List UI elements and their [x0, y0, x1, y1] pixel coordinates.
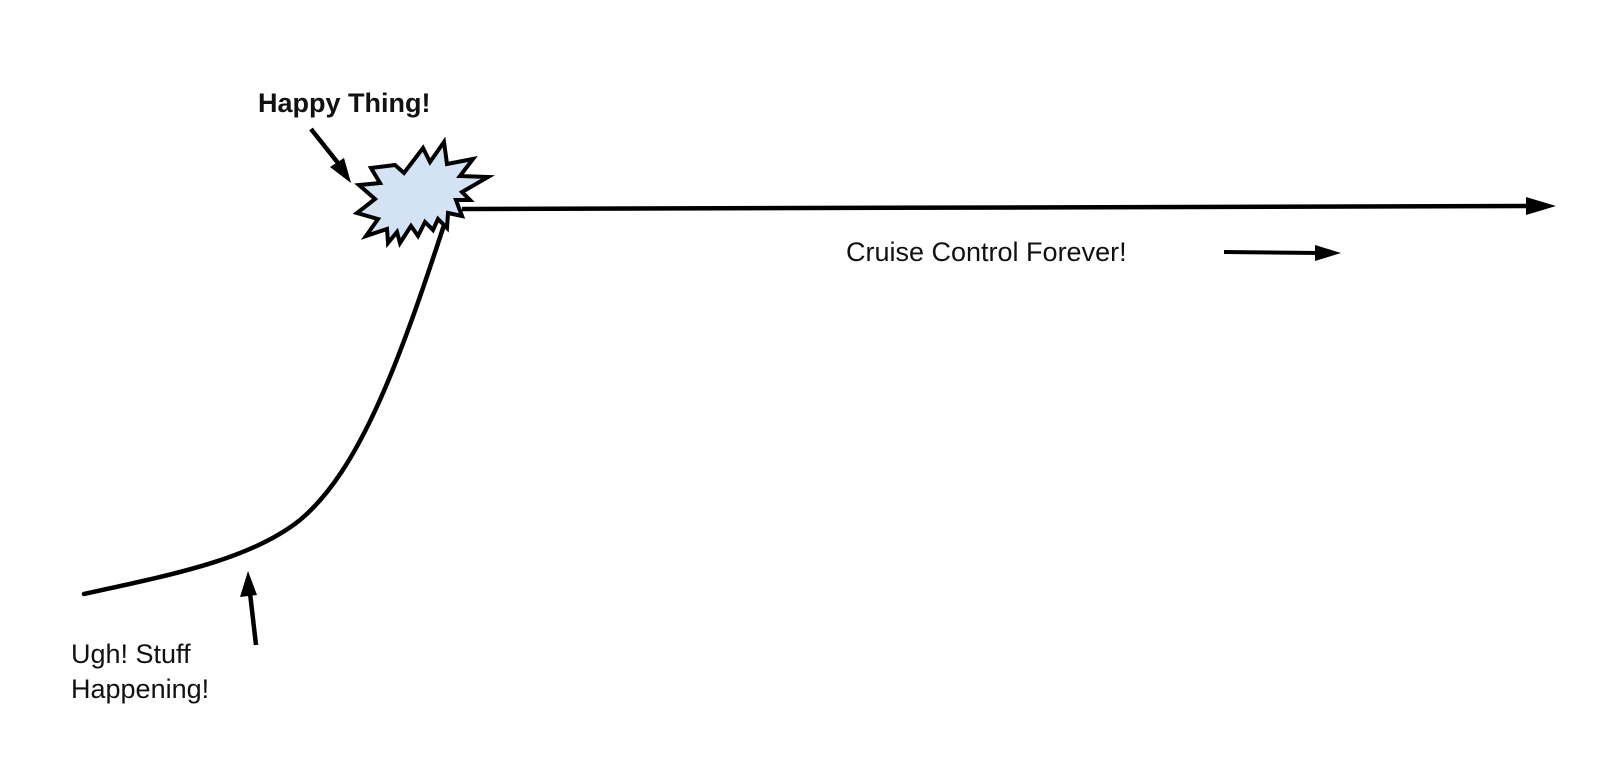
cruise-control-label: Cruise Control Forever!: [846, 237, 1127, 267]
ugh-label-line-1: Ugh! Stuff: [71, 639, 191, 669]
ugh-label-line-2: Happening!: [71, 674, 210, 704]
ugh-pointer-arrow: [247, 592, 259, 646]
happy-thing-pointer-arrowhead-icon: [330, 158, 351, 183]
ugh-stuff-happening-label: Ugh! Stuff Happening!: [71, 637, 209, 707]
cruise-label-arrowhead-icon: [1315, 245, 1341, 261]
cruise-label-arrow: [1223, 250, 1321, 255]
happy-thing-pointer-arrow: [309, 127, 340, 165]
happy-thing-burst-icon: [352, 136, 496, 249]
struggle-curve: [81, 219, 448, 597]
cruise-line: [461, 203, 1529, 212]
happy-thing-label: Happy Thing!: [258, 88, 431, 118]
cruise-line-arrowhead-icon: [1526, 197, 1556, 215]
ugh-pointer-arrowhead-icon: [240, 571, 257, 597]
